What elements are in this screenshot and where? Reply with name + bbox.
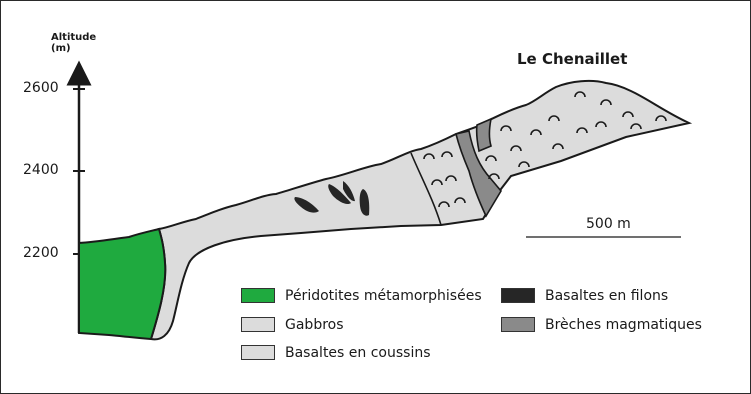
legend-swatch-coussins	[241, 345, 275, 360]
legend-label-breches: Brèches magmatiques	[545, 318, 702, 332]
site-label: Le Chenaillet	[517, 52, 627, 67]
legend-label-filons: Basaltes en filons	[545, 289, 668, 303]
legend-label-coussins: Basaltes en coussins	[285, 346, 431, 360]
axis-unit: (m)	[51, 44, 71, 54]
legend-swatch-breches	[501, 317, 535, 332]
legend-label-gabbros: Gabbros	[285, 318, 344, 332]
legend-swatch-peridotites	[241, 288, 275, 303]
tick-label-2200: 2200	[23, 246, 59, 260]
legend-swatch-gabbros	[241, 317, 275, 332]
scale-bar-label: 500 m	[586, 217, 631, 231]
legend-label-peridotites: Péridotites métamorphisées	[285, 289, 482, 303]
tick-label-2400: 2400	[23, 163, 59, 177]
peridotites-body	[79, 229, 165, 339]
axis-title: Altitude	[51, 33, 96, 44]
legend-swatch-filons	[501, 288, 535, 303]
tick-label-2600: 2600	[23, 81, 59, 95]
breches-band-upper	[477, 119, 491, 151]
